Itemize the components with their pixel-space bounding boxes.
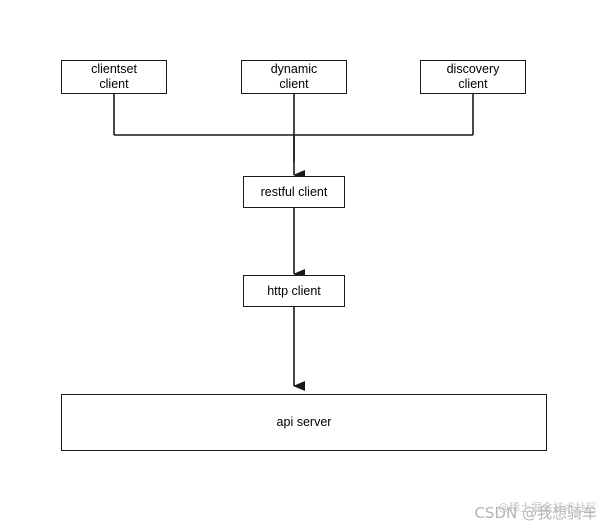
node-http-client: http client <box>243 275 345 307</box>
node-clientset-client: clientset client <box>61 60 167 94</box>
node-discovery-client: discovery client <box>420 60 526 94</box>
node-dynamic-client: dynamic client <box>241 60 347 94</box>
watermark-secondary-text: @稀土掘金技术社区 <box>498 501 597 514</box>
node-http-client-label: http client <box>267 283 321 298</box>
node-api-server: api server <box>61 394 547 451</box>
node-discovery-client-label: discovery client <box>446 62 500 91</box>
watermark-main-text: CSDN @我想骑车 <box>474 504 597 522</box>
node-api-server-label: api server <box>276 415 332 429</box>
node-restful-client: restful client <box>243 176 345 208</box>
node-dynamic-client-label: dynamic client <box>270 62 318 91</box>
node-clientset-client-label: clientset client <box>91 62 137 91</box>
watermark: @稀土掘金技术社区 CSDN @我想骑车 <box>474 494 597 522</box>
node-restful-client-label: restful client <box>260 184 328 199</box>
